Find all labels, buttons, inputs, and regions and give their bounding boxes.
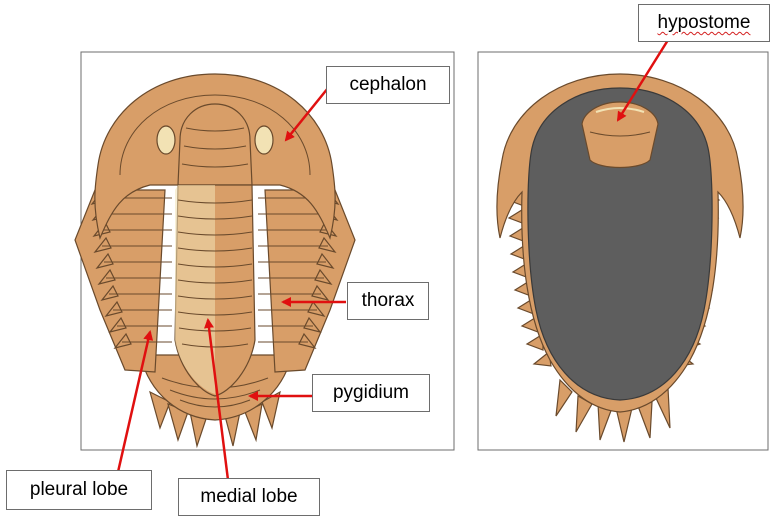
pygidium-label-text: pygidium bbox=[332, 382, 410, 403]
hypostome-arrow bbox=[616, 39, 670, 122]
pleural-lobe-label-text: pleural lobe bbox=[29, 479, 129, 500]
hypostome-label: hypostome bbox=[638, 4, 770, 42]
thorax-label: thorax bbox=[347, 282, 429, 320]
pleural-lobe-arrow bbox=[116, 330, 154, 473]
ventral-trilobite bbox=[496, 73, 744, 443]
hypostome-plate bbox=[581, 101, 659, 169]
pygidium-spines bbox=[149, 390, 281, 449]
ventral-surface bbox=[527, 87, 713, 401]
right-eye bbox=[254, 125, 274, 155]
pygidium-label: pygidium bbox=[312, 374, 430, 412]
label-arrows bbox=[116, 39, 670, 481]
medial-lobe-label: medial lobe bbox=[178, 478, 320, 516]
cephalon-arrow bbox=[284, 87, 329, 142]
glabella bbox=[177, 103, 253, 186]
thorax-label-text: thorax bbox=[361, 290, 415, 311]
medial-lobe-arrow bbox=[204, 318, 230, 481]
medial-lobe-label-text: medial lobe bbox=[200, 486, 298, 507]
pleural-lobe-label: pleural lobe bbox=[6, 470, 152, 510]
left-eye bbox=[156, 125, 176, 155]
cephalon-label-text: cephalon bbox=[349, 74, 427, 95]
cephalon-label: cephalon bbox=[326, 66, 450, 104]
hypostome-label-text: hypostome bbox=[657, 12, 751, 33]
